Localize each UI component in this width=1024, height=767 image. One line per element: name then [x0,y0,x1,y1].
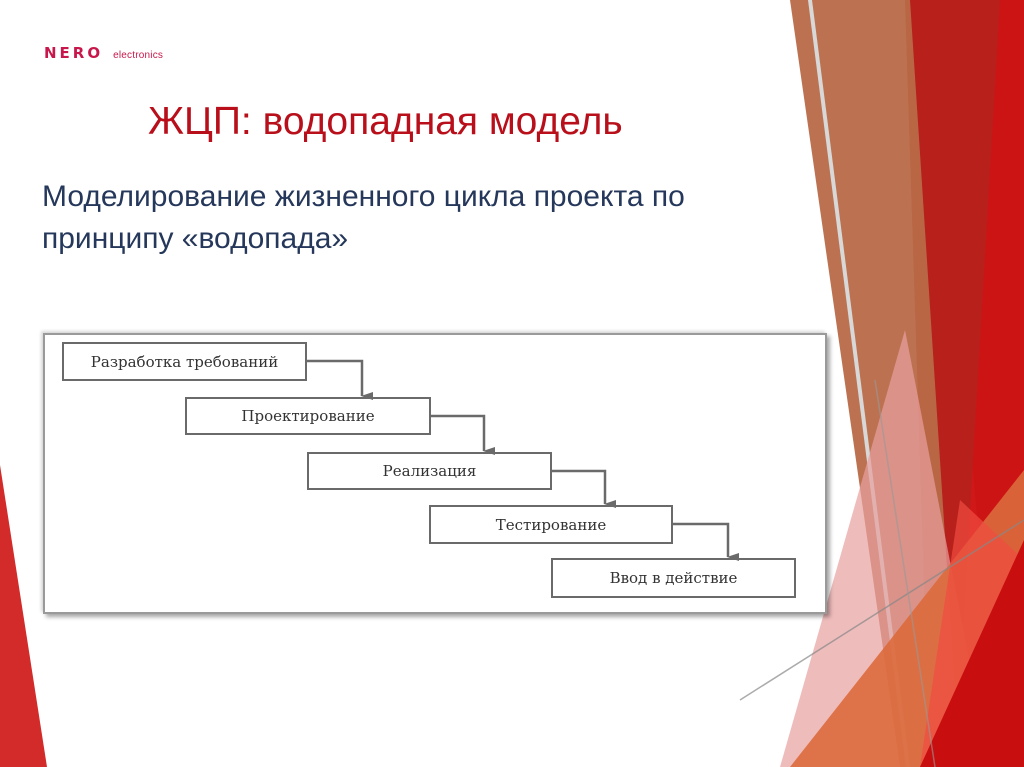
step-design: Проектирование [185,397,431,435]
step-label: Реализация [382,462,477,480]
step-label: Тестирование [495,515,607,534]
step-label: Проектирование [241,407,375,425]
slide-title: ЖЦП: водопадная модель [148,100,623,143]
logo-brand: NERO [44,44,104,62]
step-deployment: Ввод в действие [551,558,796,598]
logo-subtitle: electronics [113,50,164,61]
step-label: Ввод в действие [609,569,738,587]
company-logo: NERO electronics [44,44,163,62]
step-testing: Тестирование [429,505,673,544]
step-label: Разработка требований [90,352,279,371]
step-implementation: Реализация [307,452,552,490]
step-requirements: Разработка требований [62,342,307,381]
slide-body-text: Моделирование жизненного цикла проекта п… [42,180,685,255]
